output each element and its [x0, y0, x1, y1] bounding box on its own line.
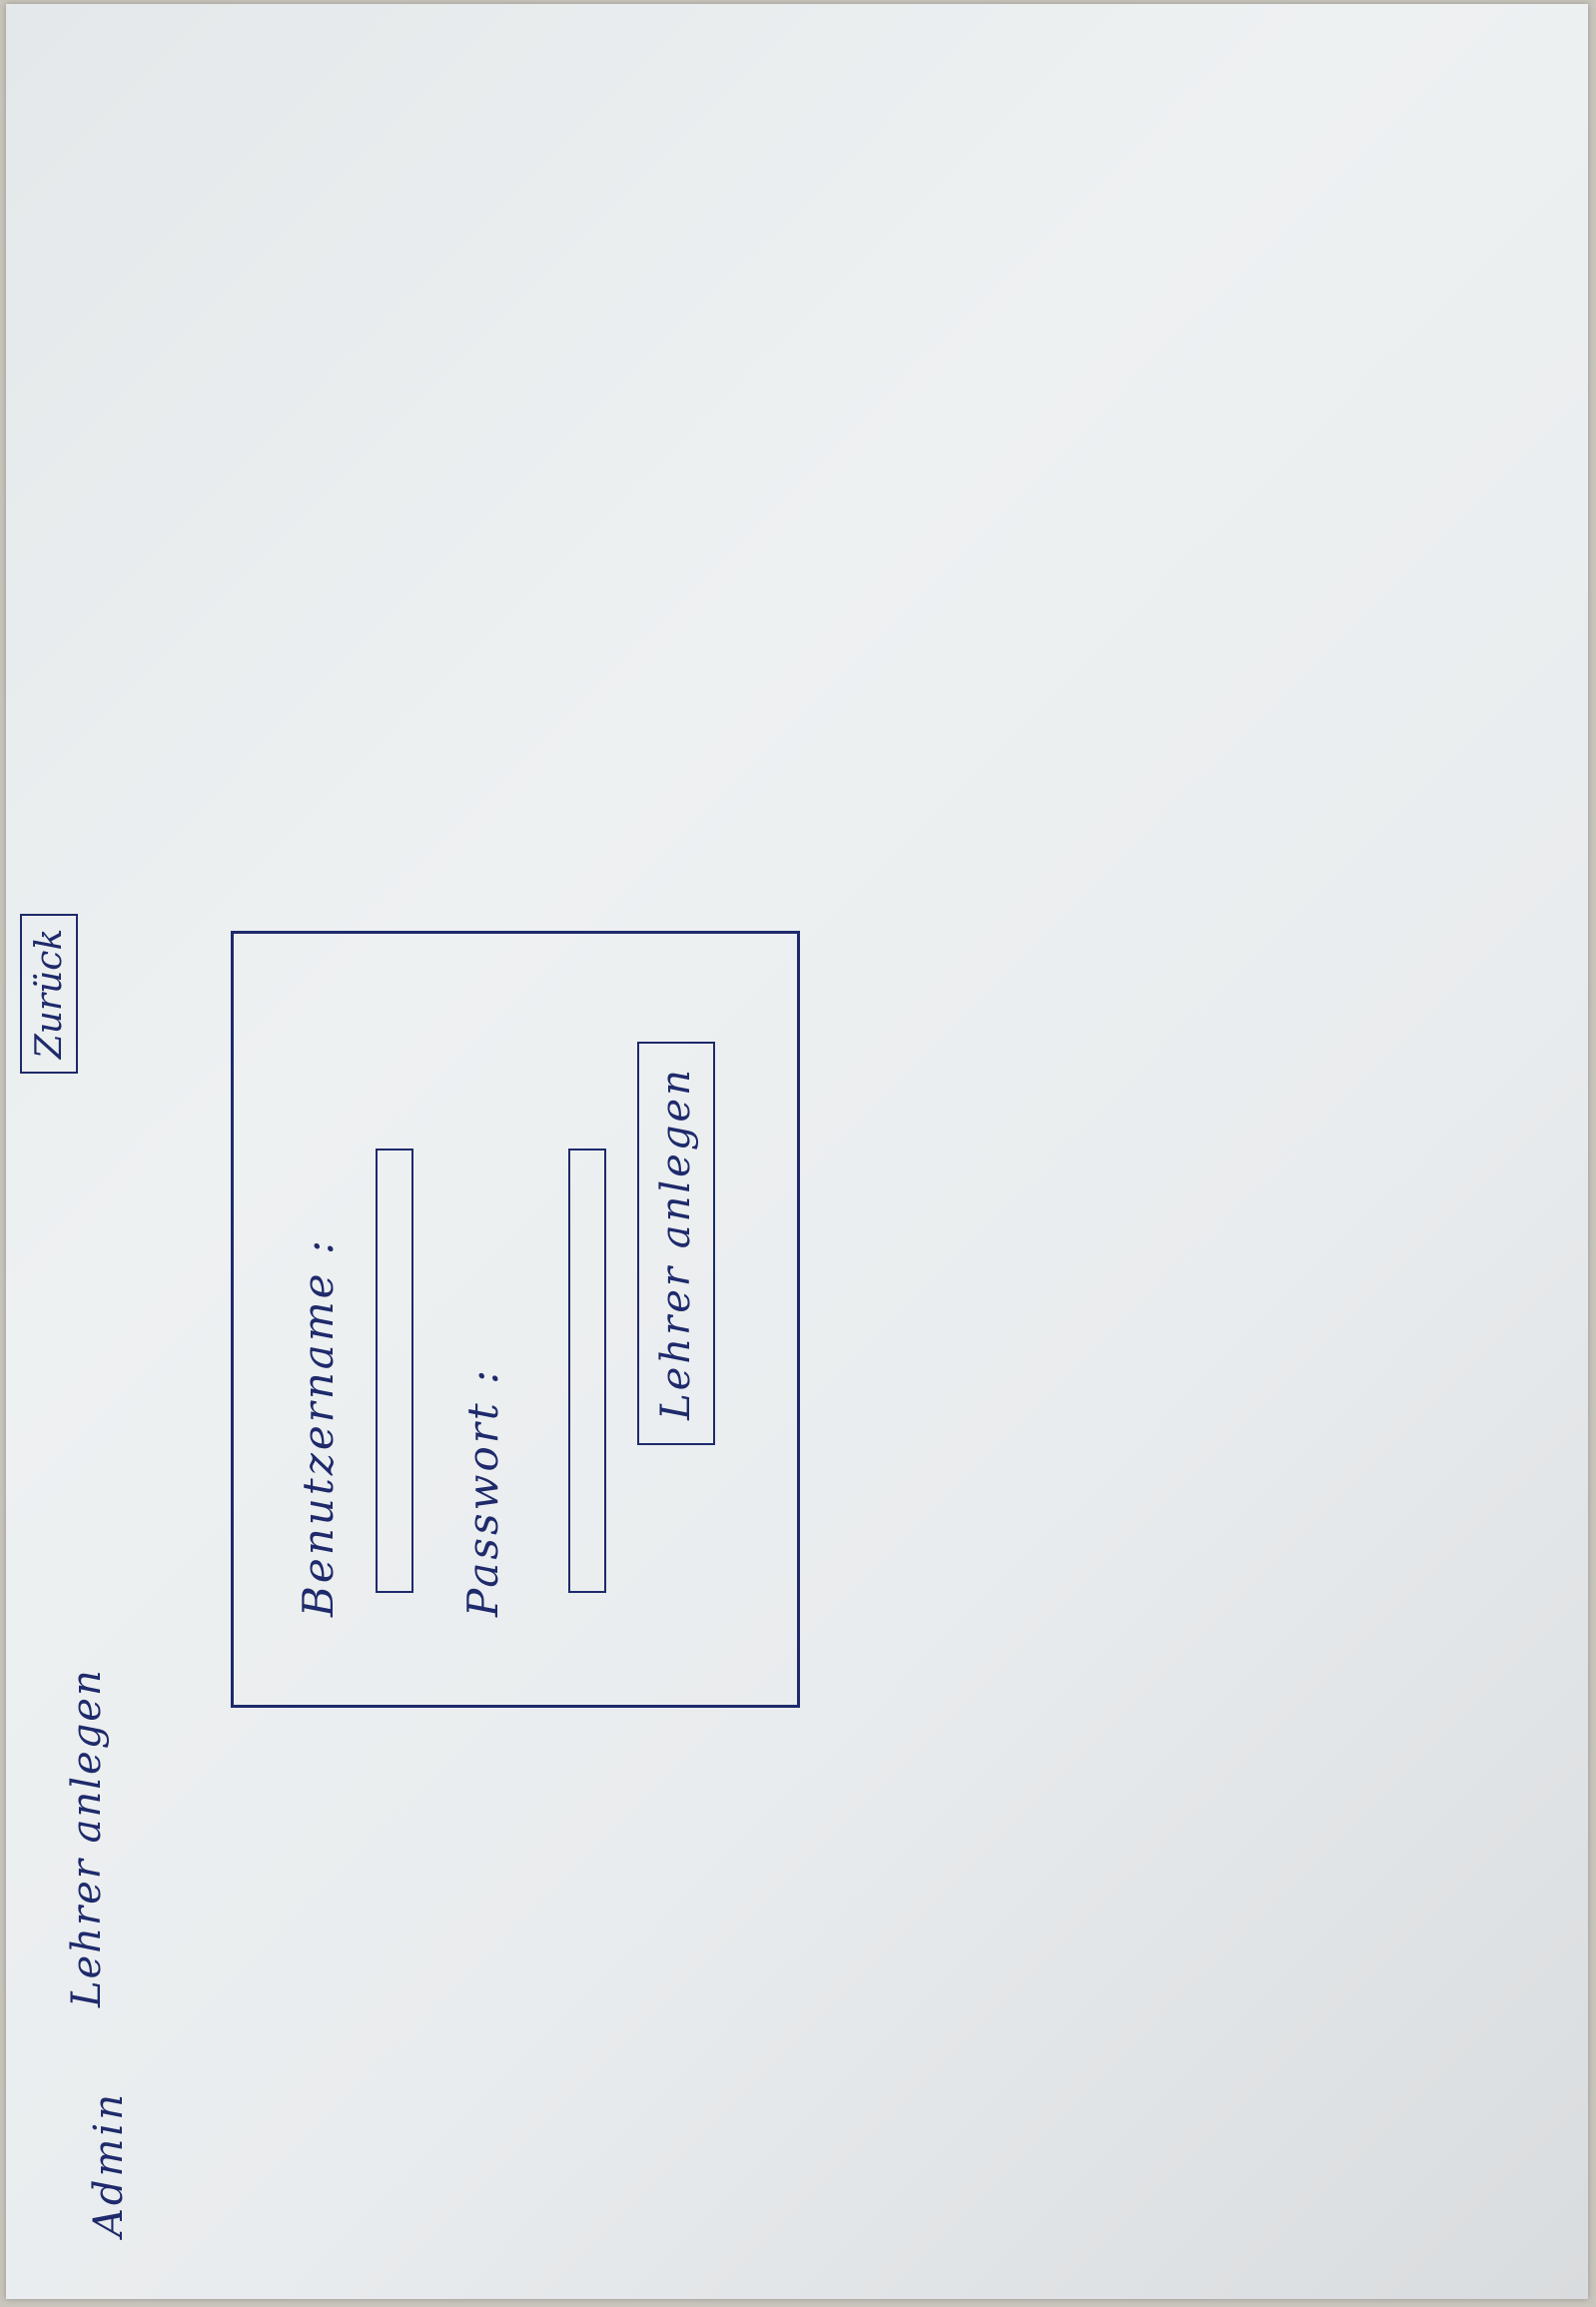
- page-title: Lehrer anlegen: [64, 1668, 110, 2007]
- password-input[interactable]: [568, 1149, 606, 1593]
- username-label: Benutzername :: [294, 1236, 343, 1617]
- paper-sheet: Admin Lehrer anlegen Zurück Benutzername…: [6, 4, 1588, 2299]
- username-input[interactable]: [376, 1149, 413, 1593]
- user-role-label: Admin: [86, 2091, 132, 2237]
- back-button[interactable]: Zurück: [20, 914, 78, 1074]
- create-teacher-form: Benutzername : Passwort : Lehrer anlegen: [231, 931, 800, 1708]
- sketch-canvas: Admin Lehrer anlegen Zurück Benutzername…: [6, 4, 1596, 2307]
- create-teacher-button[interactable]: Lehrer anlegen: [637, 1042, 715, 1445]
- password-label: Passwort :: [458, 1366, 507, 1617]
